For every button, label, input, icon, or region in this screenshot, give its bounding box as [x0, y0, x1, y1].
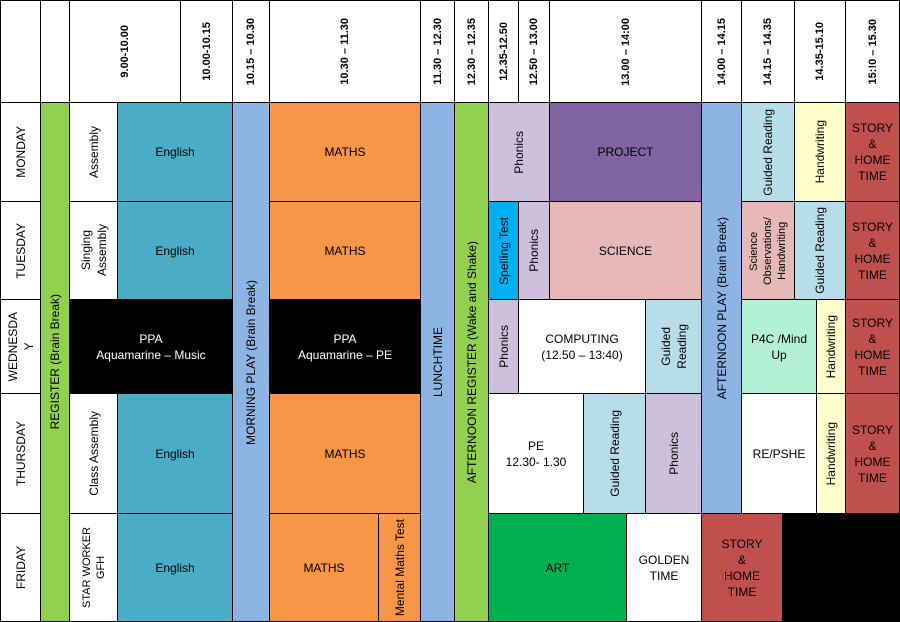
- mon-project: PROJECT: [549, 102, 702, 202]
- fri-maths: MATHS: [269, 513, 379, 622]
- fri-english: English: [117, 513, 233, 622]
- wed-ppa-music: PPA Aquamarine – Music: [69, 299, 233, 394]
- register-column: REGISTER (Brain Break): [40, 102, 70, 622]
- mon-maths: MATHS: [269, 102, 421, 202]
- corner-cell: [0, 0, 41, 103]
- lunchtime-column: LUNCHTIME: [420, 102, 455, 622]
- thu-handwriting: Handwriting: [816, 393, 846, 514]
- wed-handwriting: Handwriting: [816, 299, 846, 394]
- wed-phonics: Phonics: [488, 299, 519, 394]
- mon-phonics: Phonics: [488, 102, 550, 202]
- header-spacer: [40, 0, 70, 103]
- time-header-1250: 12.50 – 13.00: [518, 0, 550, 103]
- tue-english: English: [117, 201, 233, 300]
- wed-p4c-mind-up: P4C /Mind Up: [741, 299, 817, 394]
- time-header-1015: 10.15 – 10.30: [232, 0, 270, 103]
- thu-maths: MATHS: [269, 393, 421, 514]
- time-header-1435: 14.35-15.10: [794, 0, 846, 103]
- day-label-friday: FRIDAY: [0, 513, 41, 622]
- afternoon-register-column: AFTERNOON REGISTER (Wake and Shake): [454, 102, 489, 622]
- time-header-1130: 11.30 – 12.30: [420, 0, 455, 103]
- time-header-1030: 10.30 – 11.30: [269, 0, 421, 103]
- time-header-1235: 12.35-12.50: [488, 0, 519, 103]
- fri-star-worker: STAR WORKER GFH: [69, 513, 118, 622]
- wed-ppa-pe: PPA Aquamarine – PE: [269, 299, 421, 394]
- mon-handwriting: Handwriting: [794, 102, 846, 202]
- day-label-thursday: THURSDAY: [0, 393, 41, 514]
- mon-english: English: [117, 102, 233, 202]
- tue-singing-assembly: Singing Assembly: [69, 201, 118, 300]
- thu-re-pshe: RE/PSHE: [741, 393, 817, 514]
- fri-art: ART: [488, 513, 627, 622]
- day-label-tuesday: TUESDAY: [0, 201, 41, 300]
- day-label-monday: MONDAY: [0, 102, 41, 202]
- thu-english: English: [117, 393, 233, 514]
- time-header-1230: 12.30 – 12.35: [454, 0, 489, 103]
- tue-guided-reading: Guided Reading: [794, 201, 846, 300]
- tue-spelling-test: Spelling Test: [488, 201, 519, 300]
- thu-class-assembly: Class Assembly: [69, 393, 118, 514]
- mon-guided-reading: Guided Reading: [741, 102, 795, 202]
- time-header-1300: 13.00 – 14:00: [549, 0, 702, 103]
- tue-maths: MATHS: [269, 201, 421, 300]
- time-header-1000: 10.00-10.15: [180, 0, 233, 103]
- fri-end-block: [782, 513, 900, 622]
- thu-guided-reading: Guided Reading: [583, 393, 646, 514]
- fri-golden-time: GOLDEN TIME: [626, 513, 702, 622]
- wed-story-home-time: STORY & HOME TIME: [845, 299, 900, 394]
- tue-science-observations: Science Observations/ Handwriting: [741, 201, 795, 300]
- thu-phonics: Phonics: [645, 393, 702, 514]
- fri-mental-maths-test: Mental Maths Test: [378, 513, 421, 622]
- thu-story-home-time: STORY & HOME TIME: [845, 393, 900, 514]
- tue-science: SCIENCE: [549, 201, 702, 300]
- time-header-1400: 14.00 – 14.15: [701, 0, 742, 103]
- wed-computing: COMPUTING (12.50 – 13:40): [518, 299, 646, 394]
- afternoon-play-column: AFTERNOON PLAY (Brain Break): [701, 102, 742, 514]
- time-header-1510: 15:!0 – 15.30: [845, 0, 900, 103]
- day-label-wednesday: WEDNESDA Y: [0, 299, 41, 394]
- mon-story-home-time: STORY & HOME TIME: [845, 102, 900, 202]
- tue-phonics: Phonics: [518, 201, 550, 300]
- time-header-0900: 9.00-10.00: [69, 0, 181, 103]
- time-header-1415: 14.15 – 14.35: [741, 0, 795, 103]
- thu-pe: PE 12.30- 1.30: [488, 393, 584, 514]
- tue-story-home-time: STORY & HOME TIME: [845, 201, 900, 300]
- mon-assembly: Assembly: [69, 102, 118, 202]
- fri-story-home-time: STORY & HOME TIME: [701, 513, 783, 622]
- wed-guided-reading: Guided Reading: [645, 299, 702, 394]
- morning-play-column: MORNING PLAY (Brain Break): [232, 102, 270, 622]
